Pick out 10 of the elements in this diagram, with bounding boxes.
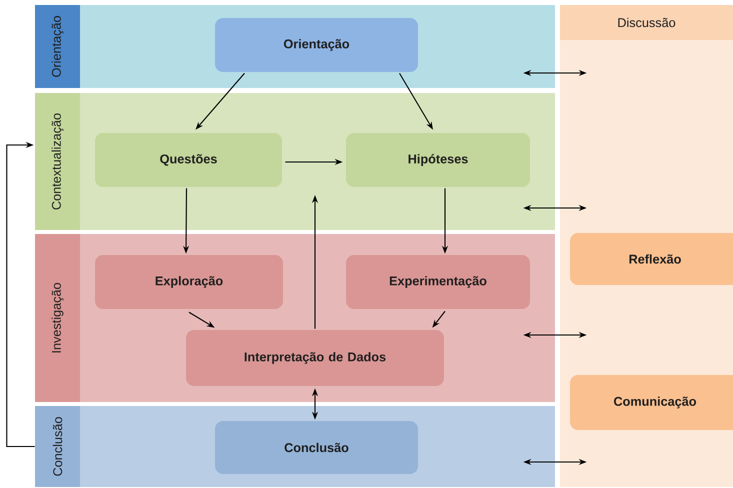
process-box: Orientação bbox=[215, 18, 418, 72]
process-box: Interpretação de Dados bbox=[186, 330, 444, 386]
process-box: Comunicação bbox=[570, 375, 733, 430]
process-box: Conclusão bbox=[215, 421, 418, 474]
process-box: Questões bbox=[95, 133, 282, 187]
process-box: Reflexão bbox=[570, 233, 733, 285]
process-box: Exploração bbox=[95, 255, 283, 309]
process-box: Hipóteses bbox=[346, 133, 530, 187]
process-box: Experimentação bbox=[346, 255, 530, 309]
arrow bbox=[6, 142, 35, 448]
